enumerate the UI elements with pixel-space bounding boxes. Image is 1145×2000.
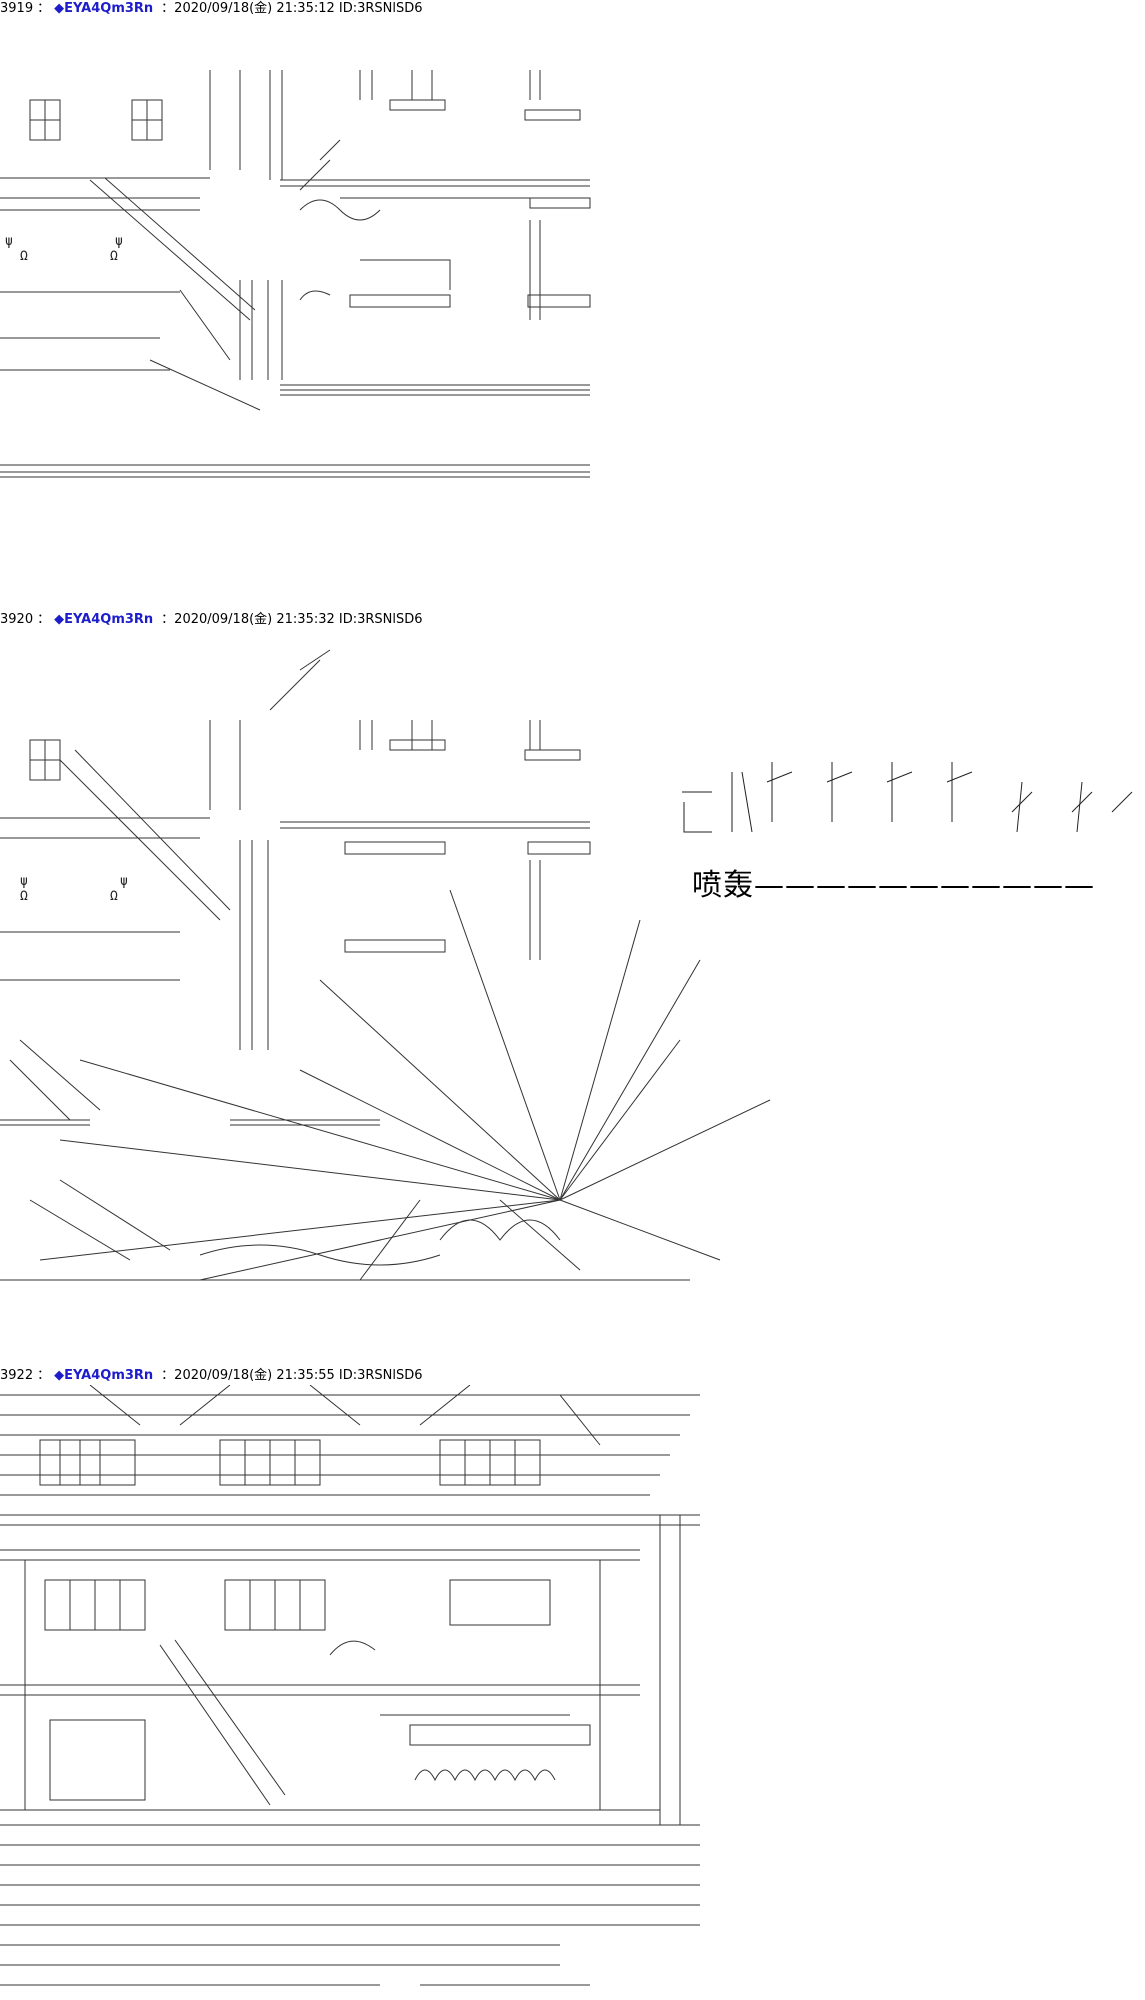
post-number: 3922 <box>0 1368 34 1383</box>
post-meta: ：2020/09/18(金) 21:35:55 ID:3RSNlSD6 <box>161 1368 423 1383</box>
ascii-art-text: ψ <box>20 874 28 889</box>
ascii-art-drawing: ψ Ω ψ Ω <box>0 649 771 1281</box>
ascii-art-explosion-scene: ψ Ω ψ Ω <box>0 640 1145 1320</box>
post-separator: ： <box>37 1 51 16</box>
post-header-3919: 3919：◆EYA4Qm3Rn ：2020/09/18(金) 21:35:12 I… <box>0 1 423 17</box>
ascii-art-text: ψ <box>120 874 128 889</box>
ascii-art-drawing <box>0 1385 700 1986</box>
post-number: 3920 <box>0 612 34 627</box>
poster-name-link[interactable]: ◆EYA4Qm3Rn <box>54 1 154 16</box>
post-meta: ：2020/09/18(金) 21:35:12 ID:3RSNlSD6 <box>161 1 423 16</box>
ascii-art-text: Ω <box>20 889 28 904</box>
poster-name-link[interactable]: ◆EYA4Qm3Rn <box>54 612 154 627</box>
ascii-art-drawing: ψ Ω ψ Ω <box>0 70 591 478</box>
ascii-art-text: Ω <box>20 249 28 264</box>
post-header-3922: 3922：◆EYA4Qm3Rn ：2020/09/18(金) 21:35:55 I… <box>0 1368 423 1384</box>
post-meta: ：2020/09/18(金) 21:35:32 ID:3RSNlSD6 <box>161 612 423 627</box>
ascii-art-text: Ω <box>110 249 118 264</box>
post-header-3920: 3920：◆EYA4Qm3Rn ：2020/09/18(金) 21:35:32 I… <box>0 612 423 628</box>
ascii-art-text: Ω <box>110 889 118 904</box>
sound-effect-text: 喷轰——————————— <box>692 868 1095 903</box>
post-separator: ： <box>37 612 51 627</box>
post-number: 3919 <box>0 1 34 16</box>
ascii-art-text: ψ <box>5 234 13 249</box>
ascii-art-street-scene-1: ψ Ω ψ Ω <box>0 60 1145 510</box>
ascii-art-town-scene <box>0 1385 1145 2000</box>
katakana-sound-effect-art <box>672 752 1142 852</box>
ascii-art-text: ψ <box>115 234 123 249</box>
katakana-strokes <box>682 762 1133 833</box>
poster-name-link[interactable]: ◆EYA4Qm3Rn <box>54 1368 154 1383</box>
post-separator: ： <box>37 1368 51 1383</box>
